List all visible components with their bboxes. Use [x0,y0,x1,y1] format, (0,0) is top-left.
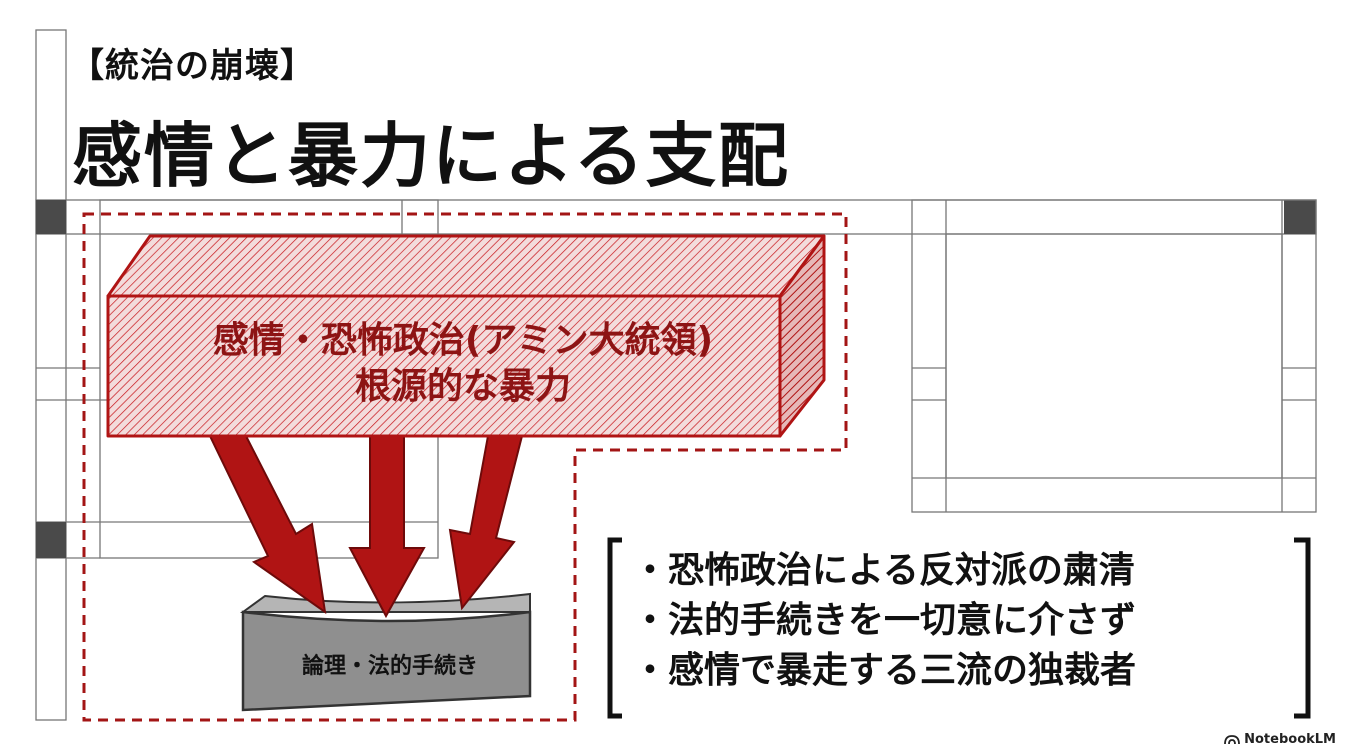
corner-marker-group [36,200,1316,558]
beam-label-line-2: 根源的な暴力 [354,366,571,407]
base-block-label: 論理・法的手続き [301,654,478,679]
brand-watermark: NotebookLM [1224,732,1336,747]
bullet-item: ・感情で暴走する三流の独裁者 [632,650,1137,691]
arrow-left [208,435,327,615]
arrow-center [348,435,426,619]
bullet-bracket [607,537,1311,719]
slide-title: 感情と暴力による支配 [72,115,790,197]
arrow-right [448,435,524,611]
brand-name: NotebookLM [1244,732,1336,747]
beam-front-face [106,294,782,438]
dashed-border [82,212,848,722]
bullet-item: ・法的手続きを一切意に介さず [632,600,1137,641]
bullet-item: ・恐怖政治による反対派の粛清 [632,550,1135,591]
empty-frame-panel [911,199,1317,513]
arrow-group [208,435,524,619]
violence-beam [106,234,826,438]
bullet-list: ・恐怖政治による反対派の粛清 ・法的手続きを一切意に介さず ・感情で暴走する三流… [632,546,1302,696]
beam-top-face [106,234,826,298]
beam-label: 感情・恐怖政治(アミン大統領) 根源的な暴力 [113,318,813,410]
slide-subtitle: 【統治の崩壊】 [70,46,315,86]
beam-label-line-1: 感情・恐怖政治(アミン大統領) [212,320,714,361]
notebooklm-logo-icon [1224,735,1241,745]
